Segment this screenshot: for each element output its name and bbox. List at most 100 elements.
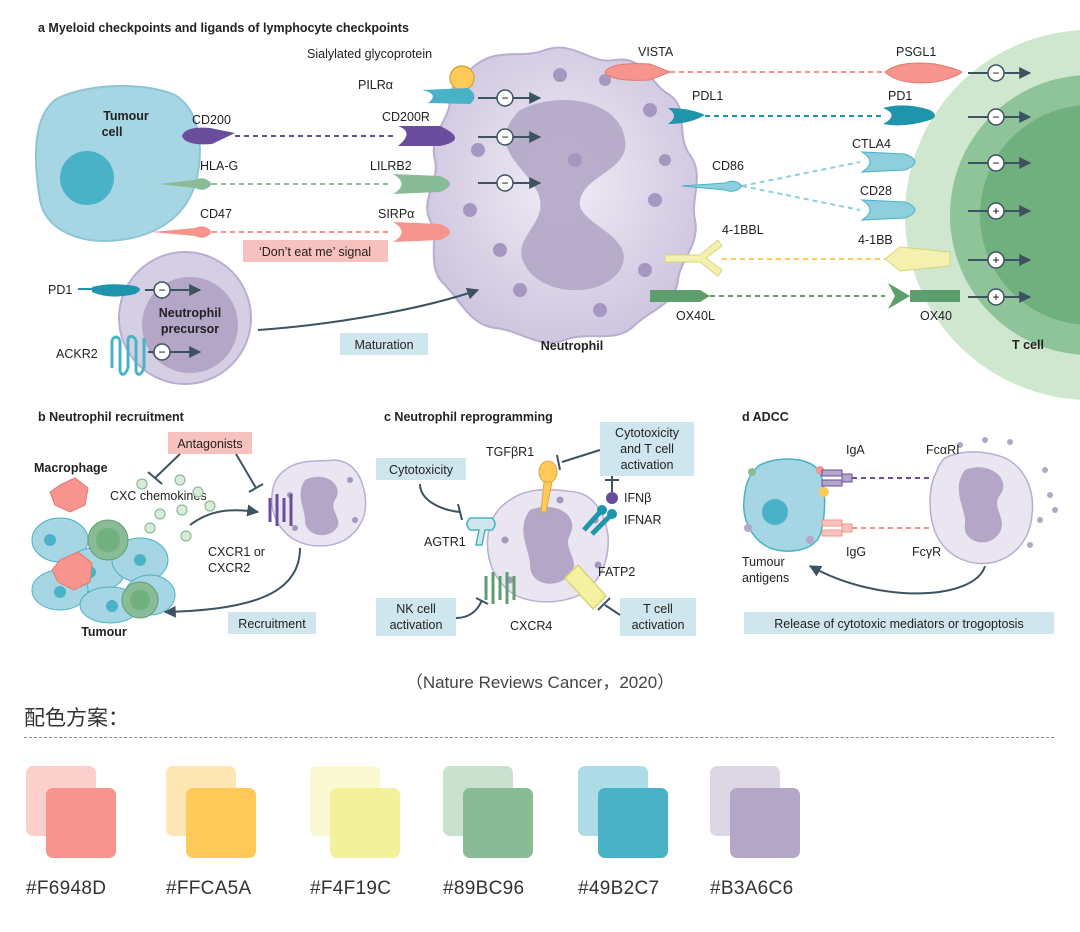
- swatch-1: [26, 766, 122, 862]
- dont-eat-me-box: [243, 240, 388, 262]
- label-tcell-2: activation: [632, 618, 685, 632]
- signal-ackr2: −: [148, 343, 202, 361]
- panel-d-title: d ADCC: [742, 410, 789, 424]
- swatch-front: [186, 788, 256, 858]
- sign-minus: −: [992, 156, 999, 170]
- release-box: [744, 612, 1054, 634]
- label-tcell-1: T cell: [643, 602, 673, 616]
- label-hlag: HLA-G: [200, 159, 238, 173]
- label-tgfbr1: TGFβR1: [486, 445, 534, 459]
- label-ifnar: IFNAR: [624, 513, 662, 527]
- tumour-cluster: [31, 477, 176, 624]
- swatch-hex-3: #F4F19C: [310, 878, 392, 899]
- label-ackr2: ACKR2: [56, 347, 98, 361]
- label-release: Release of cytotoxic mediators or trogop…: [774, 617, 1023, 631]
- palette-title: 配色方案：: [24, 706, 129, 730]
- sign-minus: −: [158, 283, 165, 297]
- receptor-ctla4: [860, 151, 916, 173]
- tcell-box: [620, 598, 696, 636]
- label-cd28: CD28: [860, 184, 892, 198]
- swatch-hex-4: #89BC96: [443, 878, 525, 899]
- label-cd86: CD86: [712, 159, 744, 173]
- label-cytotoxicity: Cytotoxicity: [389, 463, 454, 477]
- t-cell-label: T cell: [1012, 338, 1044, 352]
- cyto-t-box: [600, 422, 694, 476]
- sign-plus: +: [992, 204, 999, 218]
- precursor-label-1: Neutrophil: [159, 306, 222, 320]
- ligand-pdl1: [668, 108, 705, 124]
- swatch-4: [443, 766, 539, 862]
- receptor-lilrb2: [393, 174, 450, 194]
- receptor-cxcr: [268, 494, 293, 526]
- label-cyto-t-3: activation: [621, 458, 674, 472]
- maturation-arrow: [257, 287, 480, 331]
- label-cd200: CD200: [192, 113, 231, 127]
- neutrophil-b: [270, 459, 367, 547]
- sign-minus: −: [501, 130, 508, 144]
- label-igg: IgG: [846, 545, 866, 559]
- antibody-igg: [821, 519, 853, 537]
- sign-minus: −: [158, 345, 165, 359]
- label-ox40l: OX40L: [676, 309, 715, 323]
- neutrophil-cell: [426, 46, 698, 344]
- ligand-vista: [604, 63, 672, 81]
- recruitment-box: [228, 612, 316, 634]
- label-nk-2: activation: [390, 618, 443, 632]
- label-lilrb2: LILRB2: [370, 159, 412, 173]
- label-pd1-precursor: PD1: [48, 283, 72, 297]
- receptor-agtr1: [466, 517, 496, 546]
- precursor-label-2: precursor: [161, 322, 219, 336]
- receptor-cd200r: [398, 126, 455, 146]
- label-cyto-t-1: Cytotoxicity: [615, 426, 680, 440]
- label-41bbl: 4-1BBL: [722, 223, 764, 237]
- sign-plus: +: [992, 253, 999, 267]
- sign-minus: −: [501, 91, 508, 105]
- receptor-ifnar: [582, 505, 617, 536]
- label-cxcr4: CXCR4: [510, 619, 552, 633]
- label-nk-1: NK cell: [396, 602, 436, 616]
- signal-lilrb2: −: [478, 174, 542, 192]
- label-cxc-chemokines: CXC chemokines: [110, 489, 207, 503]
- label-tumour-antigens-1: Tumour: [742, 555, 785, 569]
- label-fcari: FcαRI: [926, 443, 960, 457]
- neutrophil-d: [929, 437, 1058, 565]
- antibody-iga: [821, 469, 853, 487]
- swatch-3: [310, 766, 406, 862]
- receptor-cxcr4: [484, 572, 516, 604]
- label-41bb: 4-1BB: [858, 233, 893, 247]
- ligand-41bbl: [664, 239, 723, 277]
- neutrophil-label: Neutrophil: [541, 339, 604, 353]
- signal-cd28: +: [968, 202, 1032, 220]
- swatch-hex-2: #FFCA5A: [166, 878, 252, 899]
- sign-minus: −: [992, 66, 999, 80]
- tumour-cell: [34, 84, 201, 242]
- swatch-hex-1: #F6948D: [26, 878, 107, 899]
- figure-diagram: a Myeloid checkpoints and ligands of lym…: [31, 21, 1080, 639]
- panel-c-title: c Neutrophil reprogramming: [384, 410, 553, 424]
- label-fcgr: FcγR: [912, 545, 941, 559]
- label-tumour-b: Tumour: [81, 625, 127, 639]
- swatch-front: [730, 788, 800, 858]
- sign-minus: −: [501, 176, 508, 190]
- chemokine-arrow: [189, 504, 260, 526]
- nk-box: [376, 598, 456, 636]
- receptor-sirpa: [393, 222, 450, 242]
- label-ifnb: IFNβ: [624, 491, 651, 505]
- label-macrophage: Macrophage: [34, 461, 108, 475]
- label-antagonists: Antagonists: [177, 437, 242, 451]
- label-sialylated: Sialylated glycoprotein: [307, 47, 432, 61]
- ligand-ox40l: [650, 290, 710, 302]
- receptor-fatp2: [563, 563, 608, 611]
- swatch-front: [46, 788, 116, 858]
- label-pilra: PILRα: [358, 78, 393, 92]
- label-pdl1: PDL1: [692, 89, 723, 103]
- signal-ox40: +: [968, 288, 1032, 306]
- tumour-cell-d: [743, 458, 829, 552]
- label-pd1-t: PD1: [888, 89, 912, 103]
- dont-eat-me-label: ‘Don’t eat me’ signal: [259, 245, 371, 259]
- swatch-hex-6: #B3A6C6: [710, 878, 794, 899]
- ligand-cd200: [182, 127, 235, 145]
- label-fatp2: FATP2: [598, 565, 635, 579]
- signal-pilra: −: [478, 89, 542, 107]
- recruitment-arrow: [163, 547, 301, 618]
